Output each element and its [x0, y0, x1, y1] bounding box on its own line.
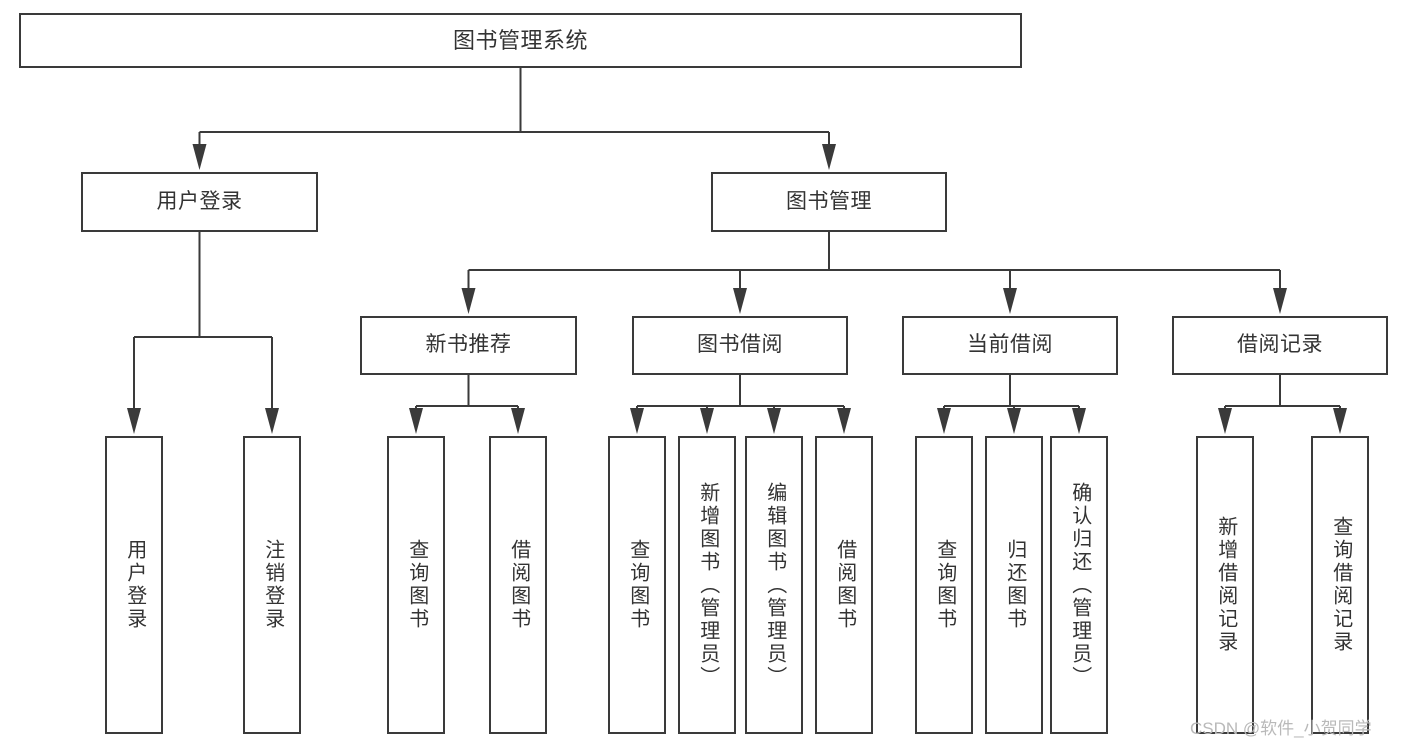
node-leaf-rec-query[interactable]: 查询图书: [387, 436, 445, 734]
node-label-leaf-logout: 注销登录: [261, 539, 284, 631]
arrowhead-current-borrow: [1003, 288, 1017, 314]
node-label-leaf-cb-query: 查询图书: [933, 539, 956, 631]
node-label-borrow-record: 借阅记录: [1237, 333, 1323, 357]
node-label-leaf-br-add: 新增借阅记录: [1214, 516, 1237, 654]
arrowhead-leaf-br-query: [1333, 408, 1347, 434]
node-label-book-borrow: 图书借阅: [697, 333, 783, 357]
node-label-leaf-rec-borrow: 借阅图书: [507, 539, 530, 631]
node-current-borrow[interactable]: 当前借阅: [902, 316, 1118, 375]
node-book-mgmt[interactable]: 图书管理: [711, 172, 947, 232]
node-label-leaf-rec-query: 查询图书: [405, 539, 428, 631]
arrowhead-book-mgmt: [822, 144, 836, 170]
node-label-leaf-bb-borrow: 借阅图书: [833, 539, 856, 631]
node-label-book-mgmt: 图书管理: [786, 189, 872, 213]
node-label-leaf-cb-confirm: 确认归还（管理员）: [1068, 481, 1091, 689]
node-leaf-rec-borrow[interactable]: 借阅图书: [489, 436, 547, 734]
node-label-leaf-bb-edit: 编辑图书（管理员）: [763, 481, 786, 689]
arrowhead-book-borrow: [733, 288, 747, 314]
arrowhead-leaf-cb-return: [1007, 408, 1021, 434]
arrowhead-leaf-bb-edit: [767, 408, 781, 434]
node-label-leaf-cb-return: 归还图书: [1003, 539, 1026, 631]
arrowhead-leaf-cb-confirm: [1072, 408, 1086, 434]
node-leaf-cb-return[interactable]: 归还图书: [985, 436, 1043, 734]
node-user-login[interactable]: 用户登录: [81, 172, 318, 232]
node-leaf-logout[interactable]: 注销登录: [243, 436, 301, 734]
node-leaf-bb-edit[interactable]: 编辑图书（管理员）: [745, 436, 803, 734]
node-label-root: 图书管理系统: [452, 27, 588, 53]
node-leaf-user-login[interactable]: 用户登录: [105, 436, 163, 734]
node-leaf-br-add[interactable]: 新增借阅记录: [1196, 436, 1254, 734]
node-label-current-borrow: 当前借阅: [967, 333, 1053, 357]
arrowhead-leaf-br-add: [1218, 408, 1232, 434]
node-book-borrow[interactable]: 图书借阅: [632, 316, 848, 375]
node-root[interactable]: 图书管理系统: [19, 13, 1022, 68]
node-label-leaf-user-login: 用户登录: [123, 539, 146, 631]
arrowhead-leaf-rec-borrow: [511, 408, 525, 434]
arrowhead-user-login: [192, 144, 207, 170]
node-label-user-login: 用户登录: [156, 189, 243, 213]
node-borrow-record[interactable]: 借阅记录: [1172, 316, 1388, 375]
node-leaf-br-query[interactable]: 查询借阅记录: [1311, 436, 1369, 734]
arrowhead-leaf-cb-query: [937, 408, 951, 434]
node-label-new-book-rec: 新书推荐: [425, 333, 512, 357]
arrowhead-borrow-record: [1273, 288, 1287, 314]
node-label-leaf-bb-add: 新增图书（管理员）: [696, 481, 719, 689]
arrowhead-leaf-rec-query: [409, 408, 423, 434]
node-leaf-cb-query[interactable]: 查询图书: [915, 436, 973, 734]
node-leaf-cb-confirm[interactable]: 确认归还（管理员）: [1050, 436, 1108, 734]
node-label-leaf-br-query: 查询借阅记录: [1329, 516, 1352, 654]
arrowhead-leaf-logout: [265, 408, 279, 434]
arrowhead-leaf-bb-add: [700, 408, 714, 434]
node-leaf-bb-query[interactable]: 查询图书: [608, 436, 666, 734]
node-leaf-bb-borrow[interactable]: 借阅图书: [815, 436, 873, 734]
node-new-book-rec[interactable]: 新书推荐: [360, 316, 577, 375]
node-leaf-bb-add[interactable]: 新增图书（管理员）: [678, 436, 736, 734]
arrowhead-new-book-rec: [461, 288, 476, 314]
arrowhead-leaf-user-login: [127, 408, 141, 434]
arrowhead-leaf-bb-query: [630, 408, 644, 434]
node-label-leaf-bb-query: 查询图书: [626, 539, 649, 631]
arrowhead-leaf-bb-borrow: [837, 408, 851, 434]
